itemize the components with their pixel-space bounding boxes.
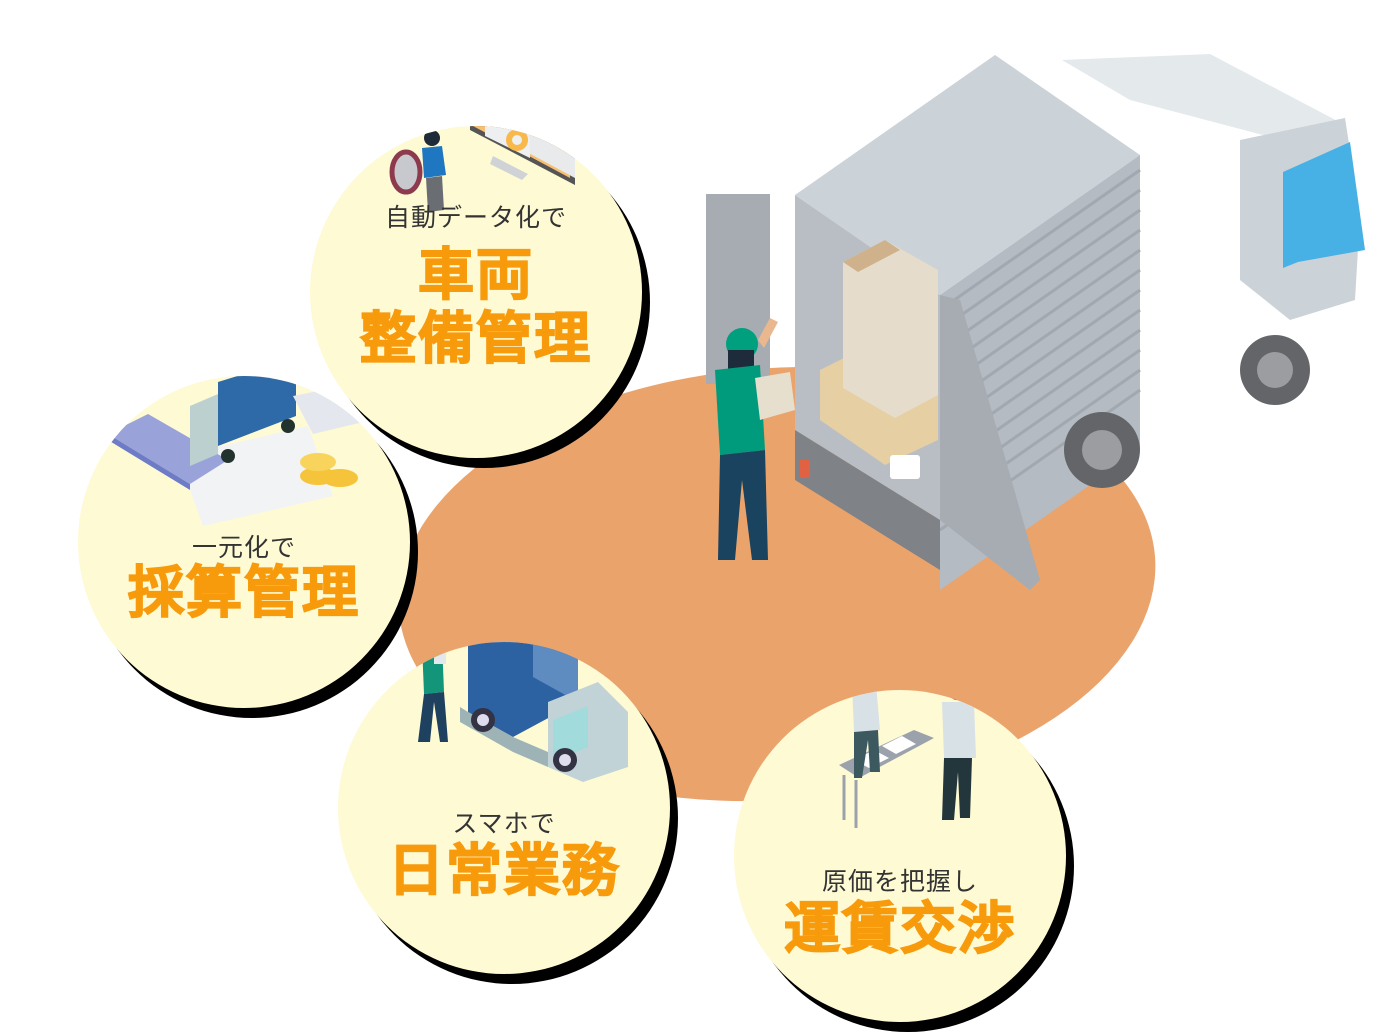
- sub-label: 自動データ化で: [384, 203, 567, 232]
- main-label: 整備管理: [359, 307, 592, 373]
- negotiation-table-illustration: [839, 690, 976, 828]
- feature-circle-profitability: 一元化で 採算管理: [78, 376, 410, 708]
- driver-tablet-truck-illustration: [418, 642, 628, 782]
- analyst-dashboard-illustration: [389, 126, 575, 212]
- feature-circle-daily-operations: スマホで 日常業務: [338, 642, 670, 974]
- calculator-truck-cash-illustration: [108, 376, 388, 526]
- main-label: 運賃交渉: [783, 897, 1016, 963]
- feature-circle-freight-negotiation: 原価を把握し 運賃交渉: [734, 690, 1066, 1022]
- main-label: 採算管理: [127, 561, 360, 627]
- sub-label: 一元化で: [191, 533, 296, 562]
- main-label: 日常業務: [387, 839, 620, 905]
- sub-label: スマホで: [452, 809, 556, 838]
- main-label: 車両: [417, 243, 534, 309]
- sub-label: 原価を把握し: [821, 867, 978, 896]
